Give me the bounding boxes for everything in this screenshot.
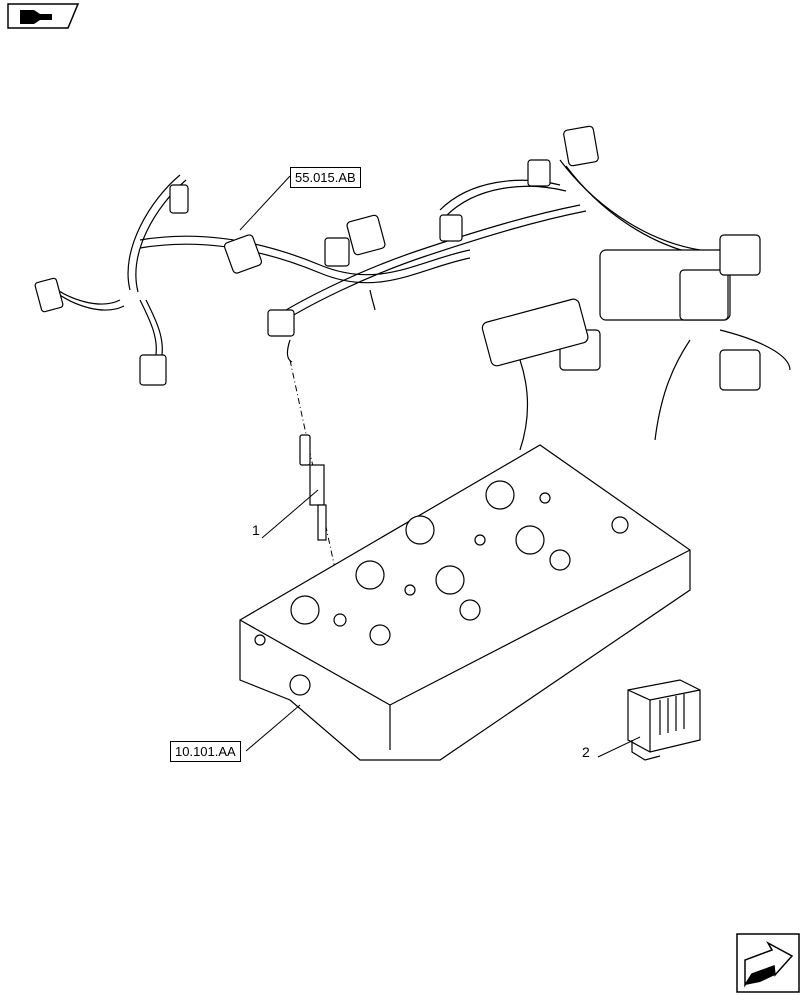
- item2-leader: [597, 736, 641, 758]
- glow-plug: [299, 434, 327, 541]
- cylinder-head-leader: [245, 704, 301, 752]
- relay-module: [627, 679, 701, 761]
- harness-leader: [239, 175, 291, 231]
- cylinder-head: [239, 444, 691, 761]
- harness-connectors: [34, 125, 761, 391]
- next-page-arrow-icon[interactable]: [736, 933, 800, 993]
- book-arrow-icon[interactable]: [7, 3, 80, 29]
- harness-ref-label[interactable]: 55.015.AB: [290, 167, 361, 188]
- item-2-label: 2: [582, 744, 590, 760]
- item1-leader: [261, 489, 319, 539]
- cylinder-head-ref-label[interactable]: 10.101.AA: [170, 741, 241, 762]
- item-1-label: 1: [252, 522, 260, 538]
